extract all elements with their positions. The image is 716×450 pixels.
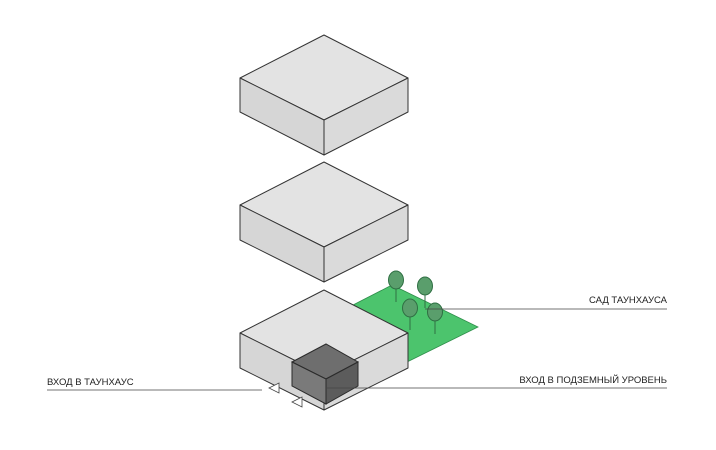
townhouse-entrance-arrow: [291, 396, 303, 408]
underground-entrance-block: [290, 343, 360, 405]
floor-slab-top: [239, 34, 409, 156]
floor-slab-middle: [239, 161, 409, 283]
underground-entrance-label: ВХОД В ПОДЗЕМНЫЙ УРОВЕНЬ: [519, 374, 667, 386]
tree: [417, 276, 433, 308]
tree: [427, 302, 443, 334]
tree: [402, 298, 418, 330]
townhouse-entrance-arrow: [268, 382, 280, 394]
townhouse-entrance-label: ВХОД В ТАУНХАУС: [47, 377, 134, 388]
tree: [388, 270, 404, 302]
garden-label: САД ТАУНХАУСА: [589, 295, 668, 306]
garden-trees: [388, 270, 443, 334]
